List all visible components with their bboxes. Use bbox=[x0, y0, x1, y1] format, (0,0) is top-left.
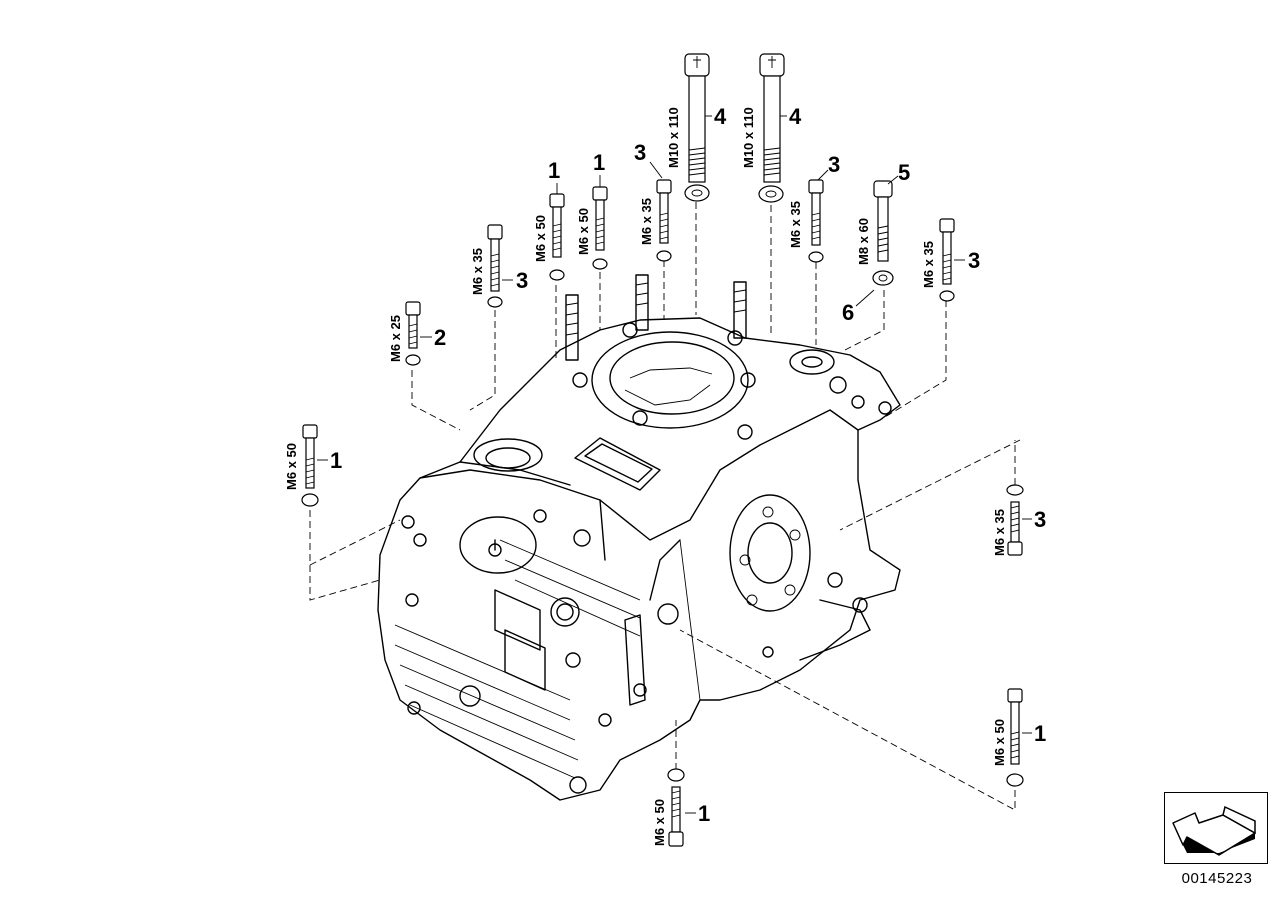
item-number: 3 bbox=[1034, 507, 1046, 532]
size-label: M6 x 50 bbox=[576, 208, 591, 255]
item-number: 5 bbox=[898, 160, 910, 185]
size-label: M10 x 110 bbox=[666, 107, 681, 168]
bolt-m6x50-left bbox=[301, 424, 319, 507]
size-label: M6 x 35 bbox=[921, 241, 936, 288]
callout-labels: M6 x 35 3 M6 x 50 1 M6 x 50 1 M6 x 35 3 … bbox=[284, 104, 1046, 846]
item-number: 1 bbox=[548, 158, 560, 183]
crankcase-housing bbox=[377, 274, 901, 801]
item-number: 2 bbox=[434, 325, 446, 350]
item-number: 1 bbox=[593, 150, 605, 175]
size-label: M6 x 35 bbox=[788, 201, 803, 248]
size-label: M6 x 50 bbox=[533, 215, 548, 262]
bolt-m6x35-left bbox=[487, 224, 503, 308]
size-label: M6 x 50 bbox=[284, 443, 299, 490]
size-label: M6 x 35 bbox=[639, 198, 654, 245]
washer-item-number: 6 bbox=[842, 300, 854, 325]
bolt-m6x35-center bbox=[656, 179, 672, 262]
bolt-m10x110-b bbox=[758, 53, 785, 203]
bolt-m6x25 bbox=[405, 301, 421, 366]
item-number: 3 bbox=[828, 152, 840, 177]
bolt-m6x35-lower-right bbox=[1006, 484, 1024, 556]
bolt-m6x35-right bbox=[808, 179, 824, 263]
size-label: M6 x 25 bbox=[388, 315, 403, 362]
bolt-m6x35-far-right bbox=[939, 218, 955, 302]
item-number: 3 bbox=[634, 140, 646, 165]
item-number: 1 bbox=[698, 801, 710, 826]
size-label: M6 x 35 bbox=[992, 509, 1007, 556]
item-number: 1 bbox=[330, 448, 342, 473]
item-number: 3 bbox=[968, 248, 980, 273]
size-label: M6 x 50 bbox=[652, 799, 667, 846]
item-number: 4 bbox=[714, 104, 727, 129]
item-number: 4 bbox=[789, 104, 802, 129]
item-number: 1 bbox=[1034, 721, 1046, 746]
arrow-icon bbox=[1172, 805, 1256, 856]
size-label: M6 x 50 bbox=[992, 719, 1007, 766]
bolt-m6x50-a bbox=[549, 193, 565, 281]
leader-lines bbox=[309, 202, 1021, 811]
bolt-m6x50-bottom bbox=[667, 768, 685, 847]
orientation-arrow-box bbox=[1164, 792, 1268, 864]
diagram-reference-number: 00145223 bbox=[1181, 870, 1253, 887]
size-label: M10 x 110 bbox=[741, 107, 756, 168]
size-label: M8 x 60 bbox=[856, 218, 871, 265]
bolt-m6x50-b bbox=[592, 186, 608, 270]
bolt-m6x50-lower-right bbox=[1006, 688, 1024, 787]
item-number: 3 bbox=[516, 268, 528, 293]
size-label: M6 x 35 bbox=[470, 248, 485, 295]
bolts bbox=[301, 53, 1024, 847]
bolt-m8x60 bbox=[872, 180, 894, 286]
bolt-m10x110-a bbox=[684, 53, 710, 202]
